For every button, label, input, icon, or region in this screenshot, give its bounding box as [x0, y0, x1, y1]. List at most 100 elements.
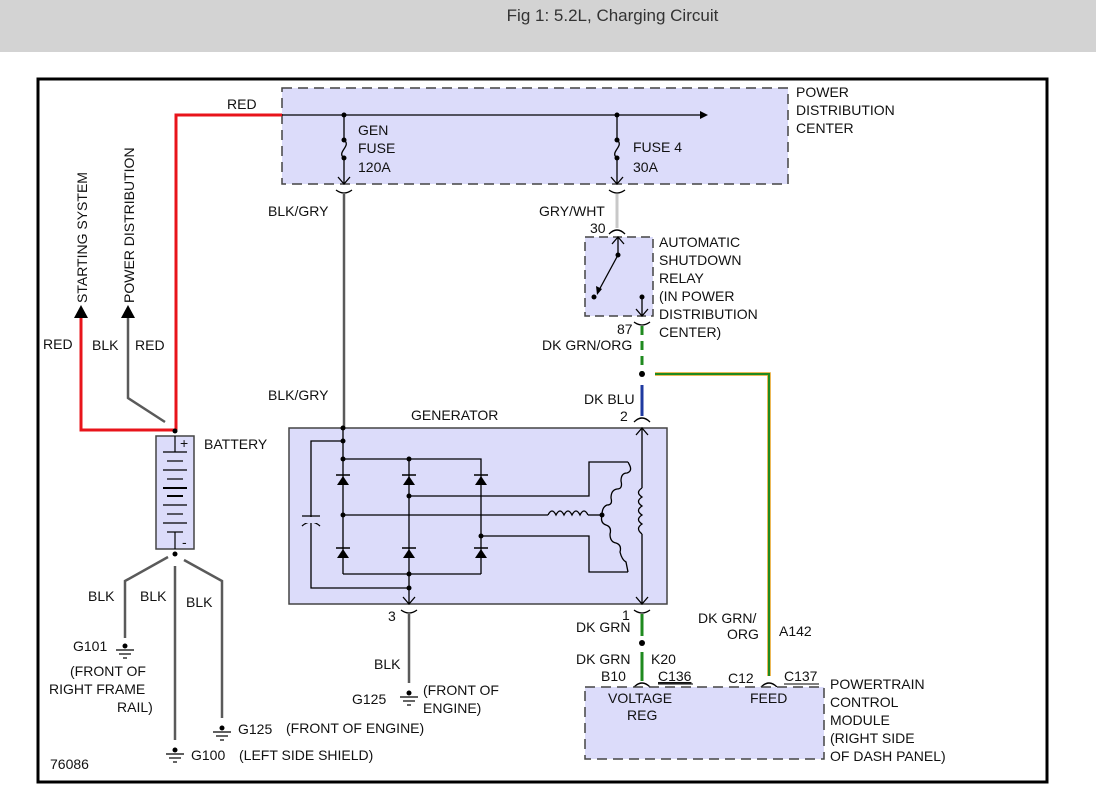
- circuit-k20: K20: [651, 651, 676, 667]
- pcm-connector-c136: C136: [658, 668, 692, 684]
- relay-label-3: RELAY: [659, 270, 705, 286]
- powertrain-control-module: [584, 686, 825, 760]
- pcm-voltage-reg-2: REG: [627, 707, 657, 723]
- connector-icon: [608, 229, 626, 235]
- ground-g101-desc-3: RAIL): [117, 699, 153, 715]
- relay-label-4: (IN POWER: [659, 288, 734, 304]
- battery-plus: +: [180, 435, 188, 451]
- battery-label: BATTERY: [204, 436, 268, 452]
- pcm-label-3: MODULE: [830, 712, 890, 728]
- wire-label-dk-grn-org-pcm-1: DK GRN/: [698, 610, 756, 626]
- pcm-label-1: POWERTRAIN: [830, 676, 925, 692]
- diode-icon: [474, 474, 488, 485]
- relay-label-2: SHUTDOWN: [659, 252, 741, 268]
- ground-g125-battery-desc: (FRONT OF ENGINE): [286, 720, 424, 736]
- figure-number: 76086: [50, 756, 89, 772]
- generator-label: GENERATOR: [411, 407, 498, 423]
- power-distribution-center: GEN FUSE 120A FUSE 4 30A: [281, 87, 789, 185]
- connector-icon: [633, 321, 651, 326]
- connector-icon: [760, 682, 778, 688]
- arrow-up-icon: [121, 305, 135, 318]
- fuse4-rating: 30A: [633, 159, 659, 175]
- ground-icon: [116, 643, 134, 659]
- wire-label-blk-power: BLK: [92, 337, 119, 353]
- diode-icon: [402, 547, 416, 558]
- pdc-label-2: DISTRIBUTION: [796, 102, 895, 118]
- pcm-label-4: (RIGHT SIDE: [830, 730, 915, 746]
- relay-label-1: AUTOMATIC: [659, 234, 740, 250]
- ground-g125-gen-desc-2: ENGINE): [423, 700, 481, 716]
- arrow-label-power-distribution: POWER DISTRIBUTION: [121, 147, 137, 303]
- connector-icon: [400, 609, 418, 614]
- splice-icon: [639, 371, 645, 377]
- wire-label-dk-grn-org-pcm-2: ORG: [727, 626, 759, 642]
- wire-red-main: [174, 113, 282, 430]
- ground-g101-id: G101: [73, 638, 107, 654]
- splice-icon: [639, 640, 645, 646]
- ground-g125-battery-id: G125: [238, 721, 272, 737]
- relay-label-5: DISTRIBUTION: [659, 306, 758, 322]
- wire-blk-g125: [183, 558, 224, 718]
- pcm-label-5: OF DASH PANEL): [830, 748, 946, 764]
- connector-icon: [633, 682, 651, 688]
- fuse4-label: FUSE 4: [633, 139, 682, 155]
- relay-switch-arm: [597, 254, 619, 293]
- connector-icon: [633, 609, 651, 614]
- wire-dk-grn-org-pcm: [655, 373, 770, 676]
- ground-icon: [400, 690, 418, 706]
- ground-g101-desc-1: (FRONT OF: [70, 663, 146, 679]
- wire-label-blk-gry-top: BLK/GRY: [268, 203, 329, 219]
- wire-blk-g101: [123, 555, 169, 638]
- wire-label-dk-grn-org-relay: DK GRN/ORG: [542, 337, 632, 353]
- ground-g100-id: G100: [191, 747, 225, 763]
- pcm-pin-c12: C12: [728, 670, 754, 686]
- arrow-up-icon: [74, 305, 88, 318]
- wire-label-dk-grn-pcm: DK GRN: [576, 651, 630, 667]
- wire-label-dk-blu: DK BLU: [584, 391, 635, 407]
- connector-icon: [335, 189, 353, 194]
- diode-icon: [474, 547, 488, 558]
- fuse-4: [610, 115, 624, 185]
- figure-title: Fig 1: 5.2L, Charging Circuit: [506, 6, 719, 25]
- gen-fuse: [337, 115, 351, 185]
- pcm-feed: FEED: [750, 690, 787, 706]
- bus-arrow-icon: [700, 111, 708, 119]
- wire-label-blk-gen-ground: BLK: [374, 656, 401, 672]
- pdc-label-1: POWER: [796, 84, 849, 100]
- generator: [288, 425, 668, 605]
- automatic-shutdown-relay: [584, 236, 654, 317]
- ground-g100-desc: (LEFT SIDE SHIELD): [239, 747, 373, 763]
- circuit-a142: A142: [779, 623, 812, 639]
- wire-label-blk-g101: BLK: [88, 588, 115, 604]
- wire-label-dk-grn-gen: DK GRN: [576, 619, 630, 635]
- wire-label-gry-wht: GRY/WHT: [539, 203, 605, 219]
- wire-label-red-starting: RED: [43, 336, 73, 352]
- battery: + -: [155, 435, 195, 550]
- wire-label-blk-g125: BLK: [186, 594, 213, 610]
- pcm-label-2: CONTROL: [830, 694, 899, 710]
- gen-fuse-label-2: FUSE: [358, 140, 395, 156]
- pcm-connector-c137: C137: [784, 668, 818, 684]
- ground-g101-desc-2: RIGHT FRAME: [49, 681, 145, 697]
- connector-icon: [633, 417, 651, 423]
- pcm-pin-b10: B10: [601, 668, 626, 684]
- generator-pin-3: 3: [388, 608, 396, 624]
- gen-fuse-rating: 120A: [358, 159, 391, 175]
- rotor-winding-icon: [637, 487, 644, 535]
- pdc-label-3: CENTER: [796, 120, 854, 136]
- connector-icon: [608, 189, 626, 194]
- relay-pin-87: 87: [617, 321, 633, 337]
- battery-minus: -: [182, 534, 187, 550]
- stator-winding-icon: [547, 510, 589, 517]
- ground-icon: [213, 725, 231, 741]
- diode-icon: [336, 547, 350, 558]
- figure-header: Fig 1: 5.2L, Charging Circuit: [0, 0, 1096, 52]
- wire-label-blk-g100: BLK: [140, 588, 167, 604]
- generator-pin-1: 1: [622, 607, 630, 623]
- pcm-voltage-reg-1: VOLTAGE: [608, 690, 672, 706]
- relay-pin-30: 30: [590, 220, 606, 236]
- wire-blk-power: [126, 318, 166, 424]
- ground-g125-gen-desc-1: (FRONT OF: [423, 682, 499, 698]
- wire-label-red-top: RED: [227, 96, 257, 112]
